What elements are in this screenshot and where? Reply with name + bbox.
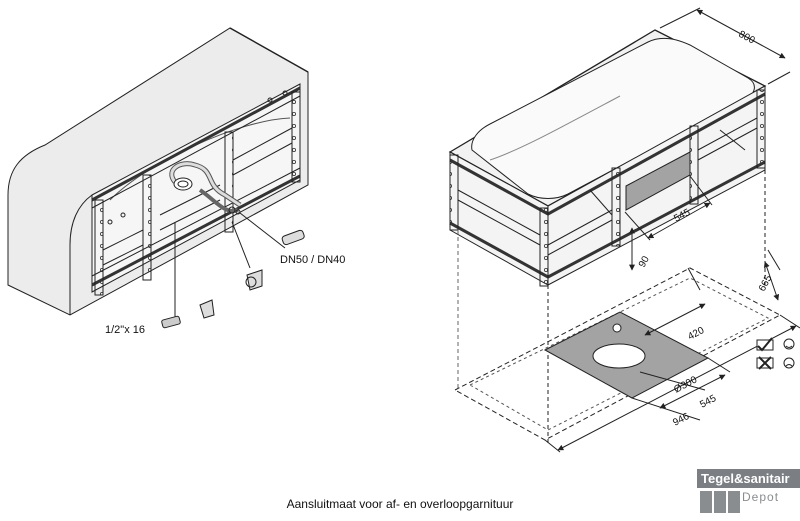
logo-brand: Tegel&sanitair bbox=[697, 469, 800, 488]
dim-420-label: 420 bbox=[686, 325, 706, 343]
logo-tile-icon bbox=[700, 491, 712, 513]
dim-946-label: 946 bbox=[671, 411, 691, 429]
dim-665-label: 665 bbox=[757, 273, 775, 293]
correct-icon bbox=[756, 337, 795, 352]
bath-rear-view bbox=[7, 27, 309, 329]
logo: Tegel&sanitair Depot bbox=[694, 469, 800, 516]
logo-tile-icon bbox=[728, 491, 740, 513]
incorrect-icon bbox=[756, 356, 795, 370]
dim-300-label: Ø300 bbox=[672, 374, 699, 395]
dim-90-label: 90 bbox=[637, 254, 652, 269]
bath-frame-view bbox=[448, 7, 800, 453]
logo-sub: Depot bbox=[742, 490, 780, 504]
dim-545-bottom-label: 545 bbox=[698, 393, 718, 411]
logo-tile-icon bbox=[714, 491, 726, 513]
caption: Aansluitmaat voor af- en overloopgarnitu… bbox=[286, 497, 514, 511]
dn-label: DN50 / DN40 bbox=[280, 254, 345, 266]
dim-800-label: 800 bbox=[737, 29, 757, 47]
thread-label: 1/2"x 16 bbox=[105, 324, 145, 336]
